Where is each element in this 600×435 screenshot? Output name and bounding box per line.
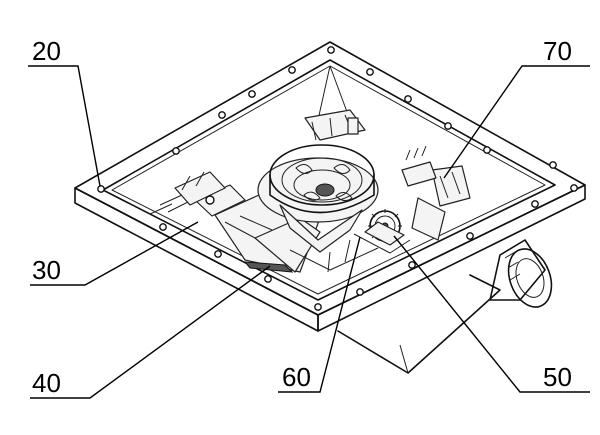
side-outlet <box>489 239 553 308</box>
housing-flange <box>74 41 586 332</box>
leader-lines <box>28 65 590 399</box>
label-30: 30 <box>32 255 61 285</box>
label-20: 20 <box>32 36 61 66</box>
housing-body <box>337 274 501 374</box>
internal-mechanism <box>149 65 471 273</box>
label-40: 40 <box>32 368 61 398</box>
label-70: 70 <box>543 36 572 66</box>
reference-labels: 20 70 30 40 60 50 <box>32 36 572 398</box>
bolt-holes <box>97 46 578 311</box>
label-50: 50 <box>543 362 572 392</box>
label-60: 60 <box>282 362 311 392</box>
